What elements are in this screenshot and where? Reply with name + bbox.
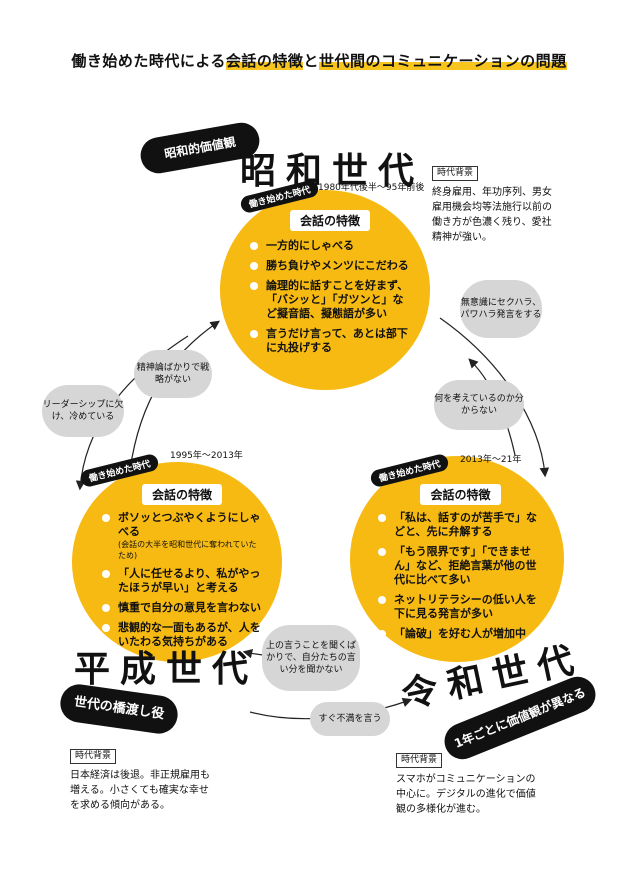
heisei-feature-text: 慎重で自分の意見を言わない [118,601,261,614]
showa-background-text: 終身雇用、年功序列、男女雇用機会均等法施行以前の働き方が色濃く残り、愛社精神が強… [432,187,552,243]
heisei-features-header: 会話の特徴 [141,484,222,505]
showa-feature: 一方的にしゃべる [250,239,410,253]
showa-features: 会話の特徴 一方的にしゃべる 勝ち負けやメンツにこだわる 論理的に話すことを好ま… [250,210,410,361]
cloud-showa-to-reiwa-text: 無意識にセクハラ、パワハラ発言をする [460,298,542,320]
showa-feature: 言うだけ言って、あとは部下に丸投げする [250,327,410,355]
title-part4: 世代間のコミュニケーションの問題 [318,52,567,70]
showa-features-header: 会話の特徴 [289,210,370,231]
heisei-generation-name: 平成世代 [74,649,259,690]
heisei-feature: 「人に任せるより、私がやったほうが早い」と考える [102,567,262,595]
cloud-heisei-to-showa: 精神論ばかりで戦略がない [134,350,212,398]
heisei-feature: ボソッとつぶやくようにしゃべる(会話の大半を昭和世代に奪われていたため) [102,511,262,561]
cloud-heisei-to-reiwa-text: すぐ不満を言う [318,714,382,724]
heisei-feature-text: 悲観的な一面もあるが、人をいたわる気持ちがある [118,621,261,648]
reiwa-feature: 「もう限界です」「できません」など、拒絶言葉が他の世代に比べて多い [378,545,543,587]
page-title: 働き始めた時代による会話の特徴と世代間のコミュニケーションの問題 [0,50,638,71]
reiwa-features-header: 会話の特徴 [420,484,501,505]
reiwa-background-label: 時代背景 [396,753,443,768]
reiwa-feature: 「私は、話すのが苦手で」などと、先に弁解する [378,511,543,539]
heisei-features: 会話の特徴 ボソッとつぶやくようにしゃべる(会話の大半を昭和世代に奪われていたた… [102,484,262,655]
cloud-heisei-to-reiwa: すぐ不満を言う [310,702,390,736]
cloud-heisei-to-showa-text: 精神論ばかりで戦略がない [136,363,210,385]
heisei-feature-note: (会話の大半を昭和世代に奪われていたため) [118,540,257,560]
heisei-pill-label: 世代の橋渡し役 [72,694,166,723]
cloud-showa-to-reiwa: 無意識にセクハラ、パワハラ発言をする [460,280,542,338]
heisei-background-text: 日本経済は後退。非正規雇用も増える。小さくても確実な幸せを求める傾向がある。 [70,770,210,811]
showa-background-label: 時代背景 [432,166,479,181]
cloud-reiwa-to-heisei-text: 上の言うことを聞くばかりで、自分たちの言い分を聞かない [265,641,356,675]
showa-generation-name: 昭和世代 [240,151,425,192]
title-part3: と [303,52,319,70]
heisei-feature-text: ボソッとつぶやくようにしゃべる [118,511,261,538]
title-part2: 会話の特徴 [225,52,304,70]
showa-feature: 勝ち負けやメンツにこだわる [250,259,410,273]
reiwa-features: 会話の特徴 「私は、話すのが苦手で」などと、先に弁解する 「もう限界です」「でき… [378,484,543,647]
reiwa-feature: ネットリテラシーの低い人を下に見る発言が多い [378,593,543,621]
cloud-reiwa-to-heisei: 上の言うことを聞くばかりで、自分たちの言い分を聞かない [262,625,360,691]
reiwa-background-text: スマホがコミュニケーションの中心に。デジタルの進化で価値観の多様化が進む。 [396,774,536,815]
reiwa-era-range: 2013年〜21年 [460,455,522,465]
showa-pill-label: 昭和的価値観 [163,134,237,162]
heisei-feature: 慎重で自分の意見を言わない [102,601,262,615]
showa-era-range: 1980年代後半〜95年前後 [318,183,425,193]
heisei-feature: 悲観的な一面もあるが、人をいたわる気持ちがある [102,621,262,649]
cloud-reiwa-to-showa: 何を考えているのか分からない [434,380,524,430]
showa-feature: 論理的に話すことを好まず、「バシッと」「ガツンと」など擬音語、擬態語が多い [250,279,410,321]
cloud-reiwa-to-showa-text: 何を考えているのか分からない [434,394,524,416]
cloud-showa-to-heisei-text: リーダーシップに欠け、冷めている [42,400,124,422]
cloud-showa-to-heisei: リーダーシップに欠け、冷めている [42,385,124,437]
heisei-feature-text: 「人に任せるより、私がやったほうが早い」と考える [118,567,261,594]
title-part1: 働き始めた時代による [71,52,226,70]
showa-background: 時代背景 終身雇用、年功序列、男女雇用機会均等法施行以前の働き方が色濃く残り、愛… [432,165,557,245]
reiwa-feature: 「論破」を好む人が増加中 [378,627,543,641]
heisei-background: 時代背景 日本経済は後退。非正規雇用も増える。小さくても確実な幸せを求める傾向が… [70,748,210,813]
heisei-era-range: 1995年〜2013年 [170,451,243,461]
heisei-background-label: 時代背景 [70,749,117,764]
reiwa-background: 時代背景 スマホがコミュニケーションの中心に。デジタルの進化で価値観の多様化が進… [396,752,536,817]
